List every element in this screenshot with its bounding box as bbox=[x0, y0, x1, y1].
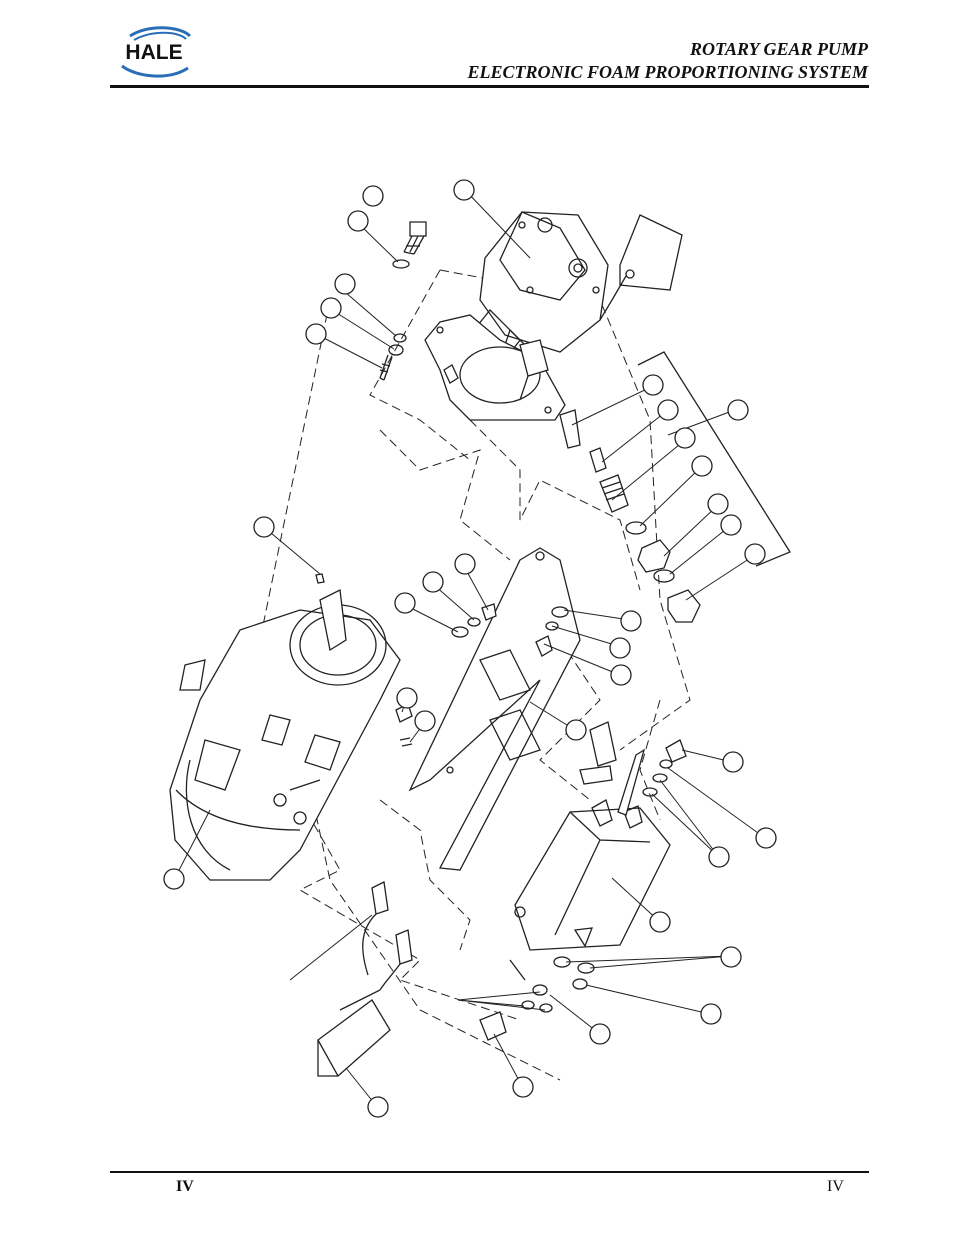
electrical-connector bbox=[579, 721, 617, 785]
group-bracket bbox=[637, 351, 791, 567]
shaft-coupler bbox=[519, 339, 549, 401]
logo-text: HALE bbox=[125, 41, 182, 64]
footer-rule bbox=[110, 1171, 869, 1173]
footer-section-left: IV bbox=[176, 1178, 194, 1195]
title-line-2: ELECTRONIC FOAM PROPORTIONING SYSTEM bbox=[467, 62, 868, 82]
fastener-set-mid bbox=[395, 603, 569, 747]
title-line-1: ROTARY GEAR PUMP bbox=[689, 39, 868, 59]
motor-mount-plate bbox=[408, 547, 581, 871]
document-title: ROTARY GEAR PUMP ELECTRONIC FOAM PROPORT… bbox=[467, 38, 868, 84]
cable-harness bbox=[317, 881, 413, 1078]
callout-balloons bbox=[163, 179, 777, 1118]
header-rule bbox=[110, 85, 869, 88]
mounting-flange bbox=[424, 314, 566, 421]
electric-motor bbox=[169, 573, 401, 881]
hale-logo: HALE bbox=[121, 26, 192, 78]
fastener-set-top bbox=[379, 221, 427, 381]
tag-label bbox=[599, 214, 683, 321]
footer-section-right: IV bbox=[827, 1178, 844, 1195]
sensor-probe bbox=[617, 739, 687, 816]
controller-box bbox=[514, 799, 671, 951]
relief-valve-stack bbox=[559, 409, 701, 623]
fastener-set-bottom bbox=[479, 956, 595, 1041]
